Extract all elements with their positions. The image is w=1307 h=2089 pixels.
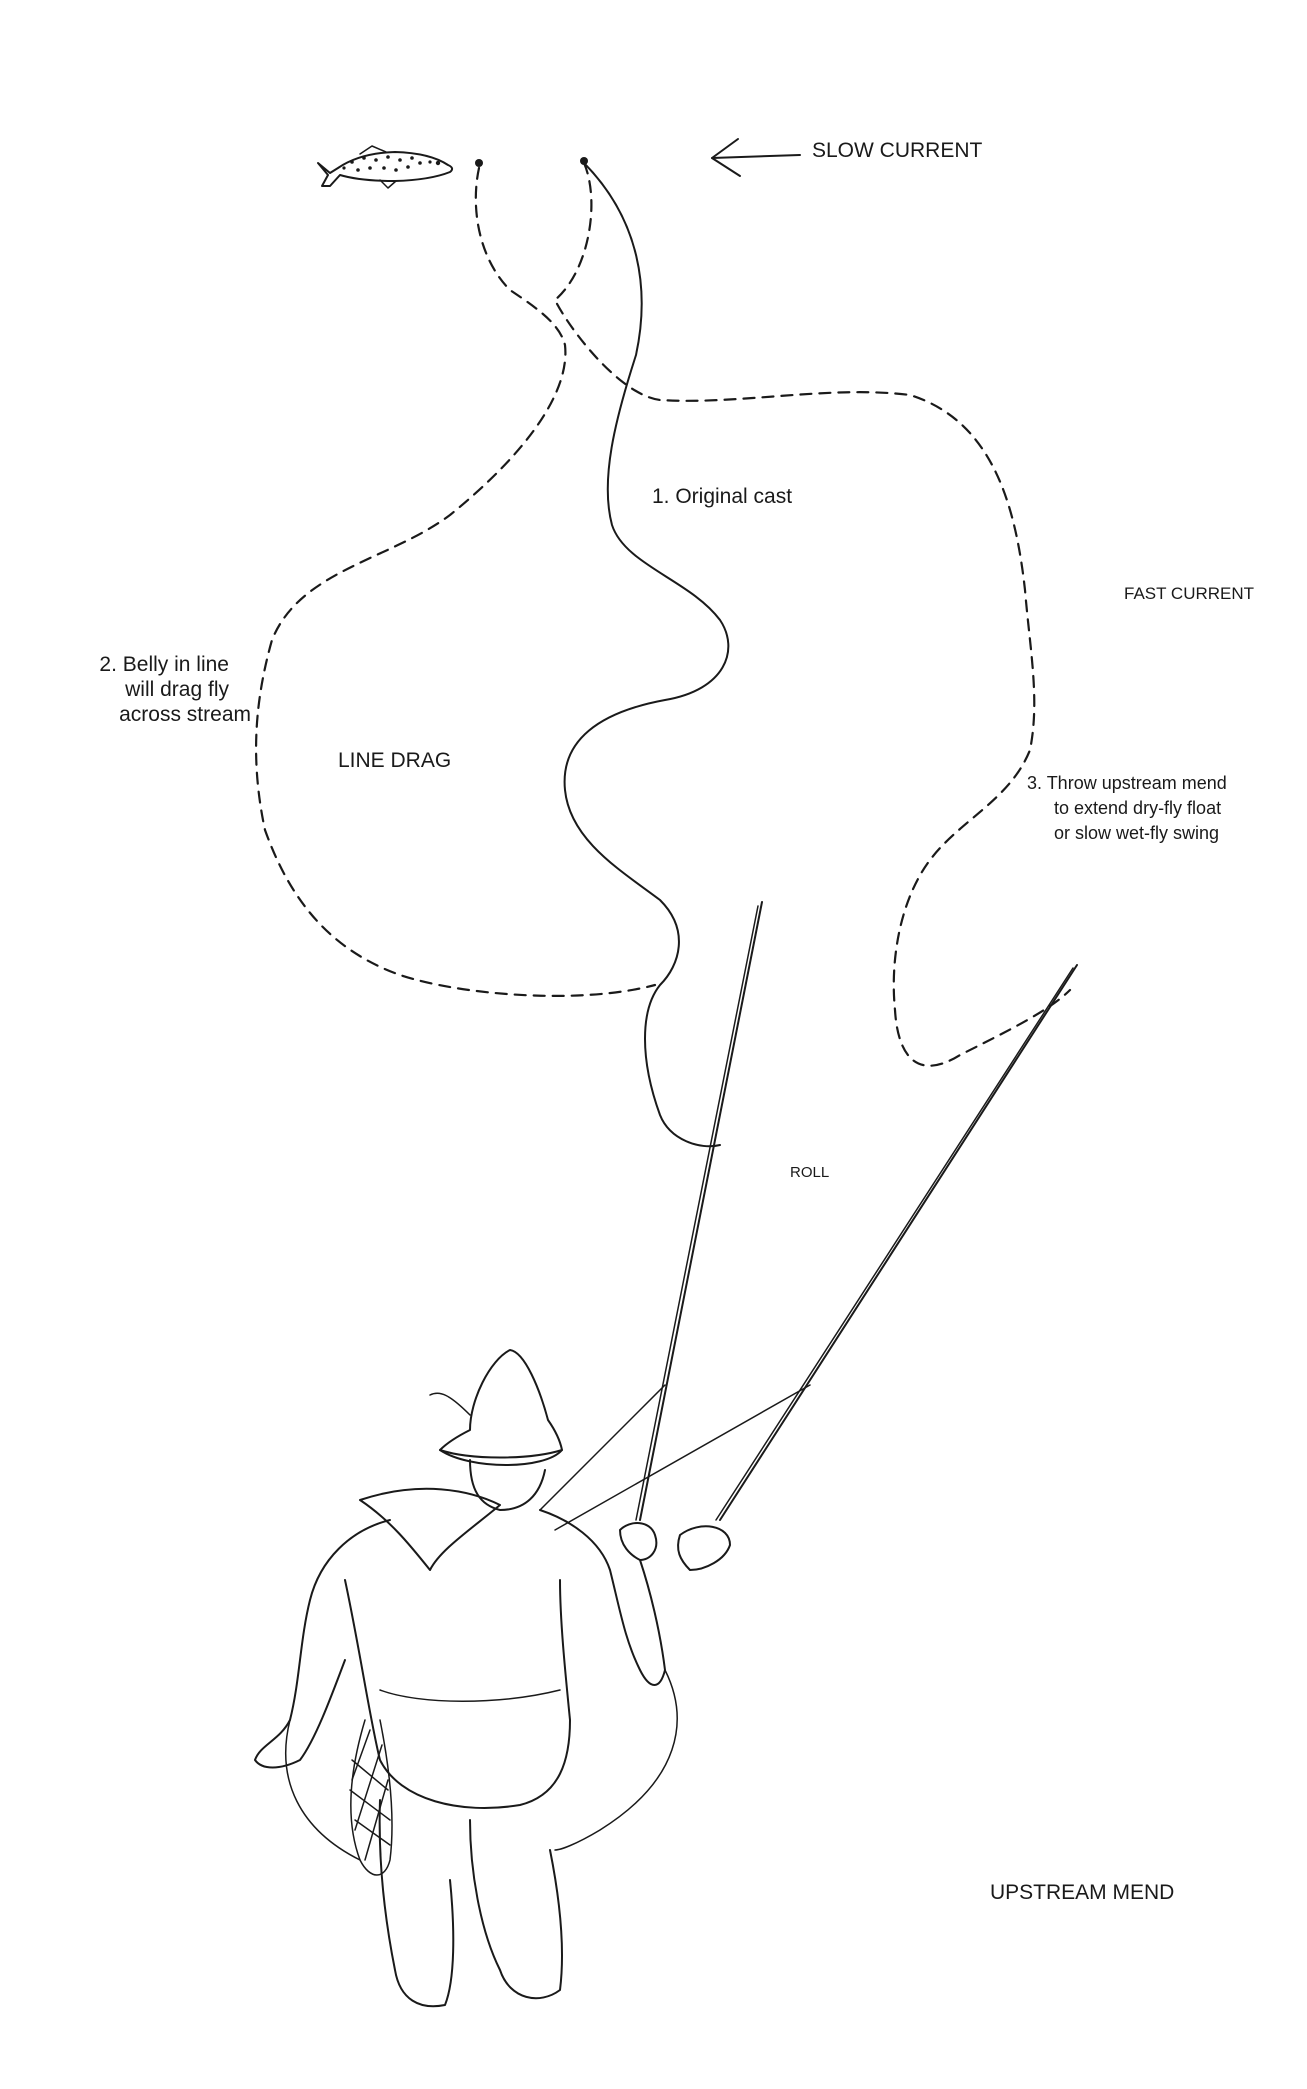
angler-figure [254,1349,811,2008]
label-line-drag: LINE DRAG [338,749,452,772]
rod-back [719,964,1078,1521]
label-belly-line2: will drag fly [125,678,229,701]
rod-back-b [715,967,1074,1521]
label-slow-current: SLOW CURRENT [812,139,983,162]
label-belly-line3: across stream [119,703,251,726]
label-belly-line1: 2. Belly in line [99,653,229,676]
fly-icon [475,159,483,167]
rod-front-b [635,905,759,1521]
rod-front [639,901,763,1521]
belly-line [255,166,657,997]
label-mend-line1: 3. Throw upstream mend [1027,773,1227,793]
label-original-cast: 1. Original cast [652,485,793,508]
trout-icon [317,145,454,189]
original-cast-line [563,162,730,1148]
arrow-left-icon [711,138,801,177]
fly-icon [580,157,588,165]
label-roll: ROLL [790,1164,830,1181]
label-fast-current: FAST CURRENT [1124,584,1255,603]
label-mend-line2: to extend dry-fly float [1054,798,1222,818]
mend-line [553,161,1072,1067]
label-mend-line3: or slow wet-fly swing [1054,823,1220,843]
label-upstream-mend: UPSTREAM MEND [990,1881,1175,1904]
